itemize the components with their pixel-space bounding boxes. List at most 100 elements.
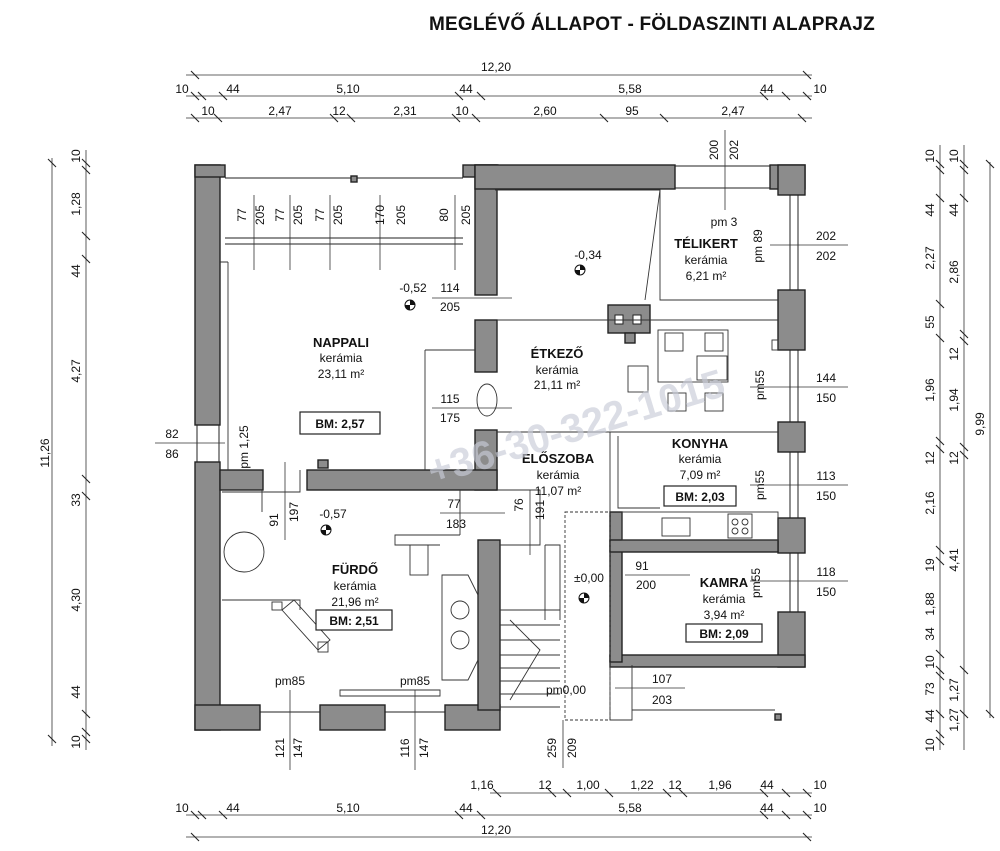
kamra-win-height: 150	[816, 585, 836, 599]
furdo-win2-width: 116	[398, 738, 412, 757]
dim-left-2: 44	[69, 264, 83, 278]
dim-left-1: 1,28	[69, 192, 83, 216]
dim-r2-8: 1,27	[947, 708, 961, 732]
dim-left-3: 4,27	[69, 359, 83, 383]
dim-r1-1: 44	[923, 203, 937, 217]
etkezo-win-width: 144	[816, 371, 836, 385]
level-nappali: -0,52	[399, 281, 427, 295]
door-115-width: 115	[440, 392, 459, 406]
dim-bot1-5: 1,96	[708, 778, 732, 792]
nappali-w1-width: 77	[235, 208, 249, 222]
konyha-win-width: 113	[816, 469, 835, 483]
bm-label: BM: 2,03	[675, 490, 725, 504]
furdo-door-width: 91	[267, 513, 281, 527]
room-name: KAMRA	[700, 575, 749, 590]
fixtures	[220, 189, 782, 721]
level-marker-icon	[320, 524, 332, 536]
nappali-w5-width: 80	[437, 208, 451, 222]
door-115-height: 175	[440, 411, 460, 425]
entry-height: 203	[652, 693, 672, 707]
dim-bot1-2: 1,00	[576, 778, 600, 792]
bm-label: BM: 2,51	[329, 614, 379, 628]
top-dimensions: 12,20 10 44 5,10 44 5,58 44 10 10 2,47 1…	[175, 60, 827, 123]
dim-top3-0: 10	[201, 104, 215, 118]
dim-top3-2: 12	[332, 104, 346, 118]
dim-top2-1: 44	[226, 82, 240, 96]
dim-r1-12: 44	[923, 709, 937, 723]
room-area: 21,96 m²	[331, 595, 378, 609]
left-win-height: 86	[165, 447, 179, 461]
dim-r1-0: 10	[923, 149, 937, 163]
level-entry: pm0,00	[546, 683, 586, 697]
room-name: ÉTKEZŐ	[531, 346, 584, 361]
level-marker-icon	[578, 592, 590, 604]
plan-title: MEGLÉVŐ ÁLLAPOT - FÖLDASZINTI ALAPRAJZ	[429, 13, 875, 35]
stairs	[500, 609, 560, 708]
dim-top3-1: 2,47	[268, 104, 292, 118]
dim-r1-7: 19	[923, 558, 937, 572]
room-area: 11,07 m²	[535, 484, 581, 498]
telikert-top-height: 202	[727, 140, 741, 160]
dim-left-total: 11,26	[38, 438, 52, 467]
room-material: kerámia	[685, 253, 728, 267]
dim-bot2-1: 44	[226, 801, 240, 815]
dim-bot2-2: 5,10	[336, 801, 360, 815]
opening-annotations: 77 205 77 205 77 205 170 205 80 205 200 …	[155, 130, 848, 770]
nappali-w3-height: 205	[331, 205, 345, 225]
pm55-kamra: pm55	[749, 568, 763, 598]
furdo-win1-width: 121	[273, 738, 287, 758]
dim-bot1-1: 12	[538, 778, 552, 792]
room-material: kerámia	[334, 579, 377, 593]
etkezo-win-height: 150	[816, 391, 836, 405]
room-eloszoba: ELŐSZOBA kerámia 11,07 m²	[522, 451, 595, 498]
dim-bottom-total: 12,20	[481, 823, 511, 837]
dim-bot1-3: 1,22	[630, 778, 654, 792]
kamra-door-width: 91	[635, 559, 649, 573]
room-nappali: NAPPALI kerámia 23,11 m² BM: 2,57	[299, 335, 381, 435]
pm125-label: pm 1,25	[237, 425, 251, 469]
dim-r1-10: 10	[923, 655, 937, 669]
dim-top2-2: 5,10	[336, 82, 360, 96]
dim-r1-5: 12	[923, 451, 937, 465]
dim-r1-6: 2,16	[923, 491, 937, 515]
nappali-w2-height: 205	[291, 205, 305, 225]
dim-r2-0: 10	[947, 149, 961, 163]
room-material: kerámia	[320, 351, 363, 365]
dim-bot1-4: 12	[668, 778, 682, 792]
room-area: 21,11 m²	[534, 378, 580, 392]
bottom-dimensions: 1,16 12 1,00 1,22 12 1,96 44 10 10 44 5,…	[175, 778, 827, 842]
kamra-win-width: 118	[816, 565, 835, 579]
dim-r2-4: 1,94	[947, 388, 961, 412]
pm55-etkezo: pm55	[753, 370, 767, 400]
dim-bot2-3: 44	[459, 801, 473, 815]
dim-r2-7: 1,27	[947, 678, 961, 702]
dim-top2-0: 10	[175, 82, 189, 96]
dim-top3-6: 95	[625, 104, 639, 118]
room-name: NAPPALI	[313, 335, 369, 350]
entry-width: 107	[652, 672, 672, 686]
dim-r1-13: 10	[923, 738, 937, 752]
room-material: kerámia	[537, 468, 580, 482]
level-marker-icon	[574, 264, 586, 276]
room-name: KONYHA	[672, 436, 729, 451]
dim-top2-5: 44	[760, 82, 774, 96]
door-114-height: 205	[440, 300, 460, 314]
level-furdo: -0,57	[319, 507, 347, 521]
dim-top-total: 12,20	[481, 60, 511, 74]
room-name: TÉLIKERT	[674, 236, 738, 251]
room-kamra: KAMRA kerámia 3,94 m² BM: 2,09	[685, 575, 763, 643]
opening-76-width: 76	[512, 498, 526, 512]
stair-height: 209	[565, 738, 579, 758]
dim-bot2-6: 10	[813, 801, 827, 815]
telikert-top-width: 200	[707, 140, 721, 160]
dim-bot2-5: 44	[760, 801, 774, 815]
pm85-b: pm85	[400, 674, 430, 688]
dim-r2-2: 2,86	[947, 260, 961, 284]
nappali-w4-width: 170	[373, 205, 387, 225]
room-material: kerámia	[536, 363, 579, 377]
dim-r1-9: 34	[923, 627, 937, 641]
dim-bot1-6: 44	[760, 778, 774, 792]
walls	[194, 164, 806, 731]
